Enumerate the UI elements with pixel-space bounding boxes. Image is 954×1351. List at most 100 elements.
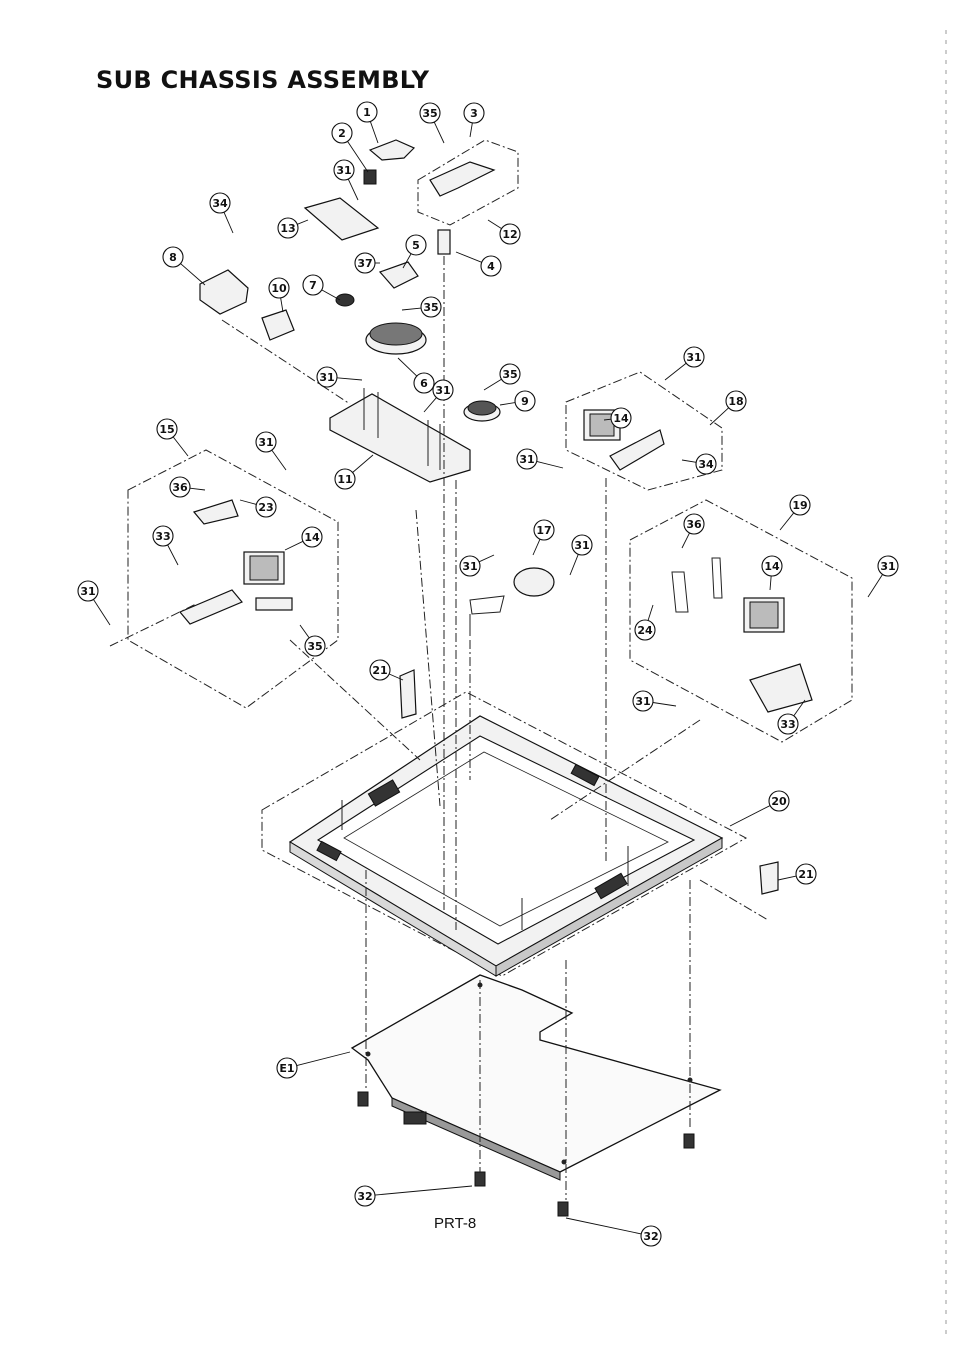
callout-label: 31 [574, 539, 589, 552]
callout-circle [683, 513, 705, 535]
callout-circle [333, 159, 355, 181]
callout-31: 31 [255, 431, 287, 471]
callout-label: 32 [643, 1230, 658, 1243]
leader-line [681, 532, 690, 549]
callout-11: 11 [334, 454, 374, 490]
sub-chassis-frame [288, 715, 724, 977]
callout-label: 6 [420, 377, 428, 390]
callout-18: 18 [709, 390, 747, 426]
callout-label: 35 [502, 368, 517, 381]
callout-circle [162, 246, 184, 268]
callout-circle [334, 468, 356, 490]
leader-line [347, 141, 369, 173]
callout-label: 31 [880, 560, 895, 573]
switch-21 [399, 669, 779, 895]
callout-circle [413, 372, 435, 394]
callout-label: 8 [169, 251, 177, 264]
callout-label: 24 [637, 624, 653, 637]
leader-line [647, 604, 654, 621]
callout-label: 15 [159, 423, 174, 436]
solenoid-assembly-15 [179, 499, 293, 625]
callout-label: 31 [462, 560, 477, 573]
leader-line [793, 699, 806, 717]
callout-31: 31 [632, 690, 677, 712]
callout-label: 23 [258, 501, 273, 514]
callout-circle [369, 659, 391, 681]
leader-line [172, 436, 189, 457]
callout-35: 35 [299, 624, 326, 657]
callout-circle [761, 555, 783, 577]
callout-label: E1 [279, 1062, 294, 1075]
solenoid-assembly-18 [583, 409, 665, 471]
alignment-lines [109, 256, 769, 1200]
callout-12: 12 [487, 219, 521, 245]
leader-line [664, 362, 687, 381]
callout-circle [419, 102, 441, 124]
group-outline-15 [127, 449, 339, 709]
leader-line [297, 219, 309, 225]
leader-line [223, 211, 234, 234]
callout-label: 33 [780, 718, 795, 731]
callout-label: 13 [280, 222, 295, 235]
callout-label: 7 [309, 279, 317, 292]
callout-circle [304, 635, 326, 657]
callout-label: 31 [336, 164, 351, 177]
leader-line [167, 544, 179, 566]
leader-line [180, 263, 206, 286]
leader-line [402, 253, 412, 269]
solenoid-assembly-19 [671, 557, 813, 713]
leader-line [423, 397, 437, 413]
callout-36: 36 [681, 513, 705, 549]
callout-circle [533, 519, 555, 541]
callout-6: 6 [397, 357, 435, 394]
group-outline-20 [261, 691, 748, 977]
callout-circle [516, 448, 538, 470]
callout-8: 8 [162, 246, 206, 286]
callout-circle [169, 476, 191, 498]
callout-circle [276, 1057, 298, 1079]
callout-circle [514, 390, 536, 412]
leader-line [280, 297, 284, 313]
callout-circle [632, 690, 654, 712]
callout-label: 37 [357, 257, 372, 270]
callout-36: 36 [169, 476, 206, 498]
callout-label: 34 [212, 197, 228, 210]
leader-line [374, 1185, 473, 1196]
callout-21: 21 [369, 659, 404, 681]
callout-circle [459, 555, 481, 577]
callout-label: 14 [613, 412, 629, 425]
callout-circle [432, 379, 454, 401]
callout-10: 10 [268, 277, 290, 313]
leader-line [569, 554, 579, 576]
callout-circle [683, 346, 705, 368]
leader-line [729, 805, 771, 827]
callout-circle [499, 223, 521, 245]
callout-31: 31 [77, 580, 111, 626]
callout-34: 34 [681, 453, 717, 475]
callout-label: 19 [792, 499, 807, 512]
leader-line [652, 702, 677, 707]
callout-9: 9 [499, 390, 536, 412]
callout-7: 7 [302, 274, 341, 301]
leader-line [779, 512, 795, 531]
callout-label: 31 [635, 695, 650, 708]
leader-line [189, 487, 206, 491]
callout-label: 31 [319, 371, 334, 384]
callout-circle [634, 619, 656, 641]
callout-5: 5 [402, 234, 427, 269]
page-number: PRT-8 [434, 1215, 477, 1232]
group-outline-19 [629, 499, 853, 743]
callout-4: 4 [455, 251, 502, 277]
leader-line [369, 121, 379, 144]
callout-circle [209, 192, 231, 214]
callout-31: 31 [516, 448, 564, 470]
callout-label: 14 [304, 531, 320, 544]
callout-circle [354, 252, 376, 274]
callout-label: 14 [764, 560, 780, 573]
callout-32: 32 [565, 1217, 662, 1247]
leader-line [433, 121, 445, 144]
leader-line [299, 624, 310, 639]
callout-35: 35 [483, 363, 521, 391]
leader-line [469, 122, 473, 138]
leader-line [709, 407, 729, 426]
